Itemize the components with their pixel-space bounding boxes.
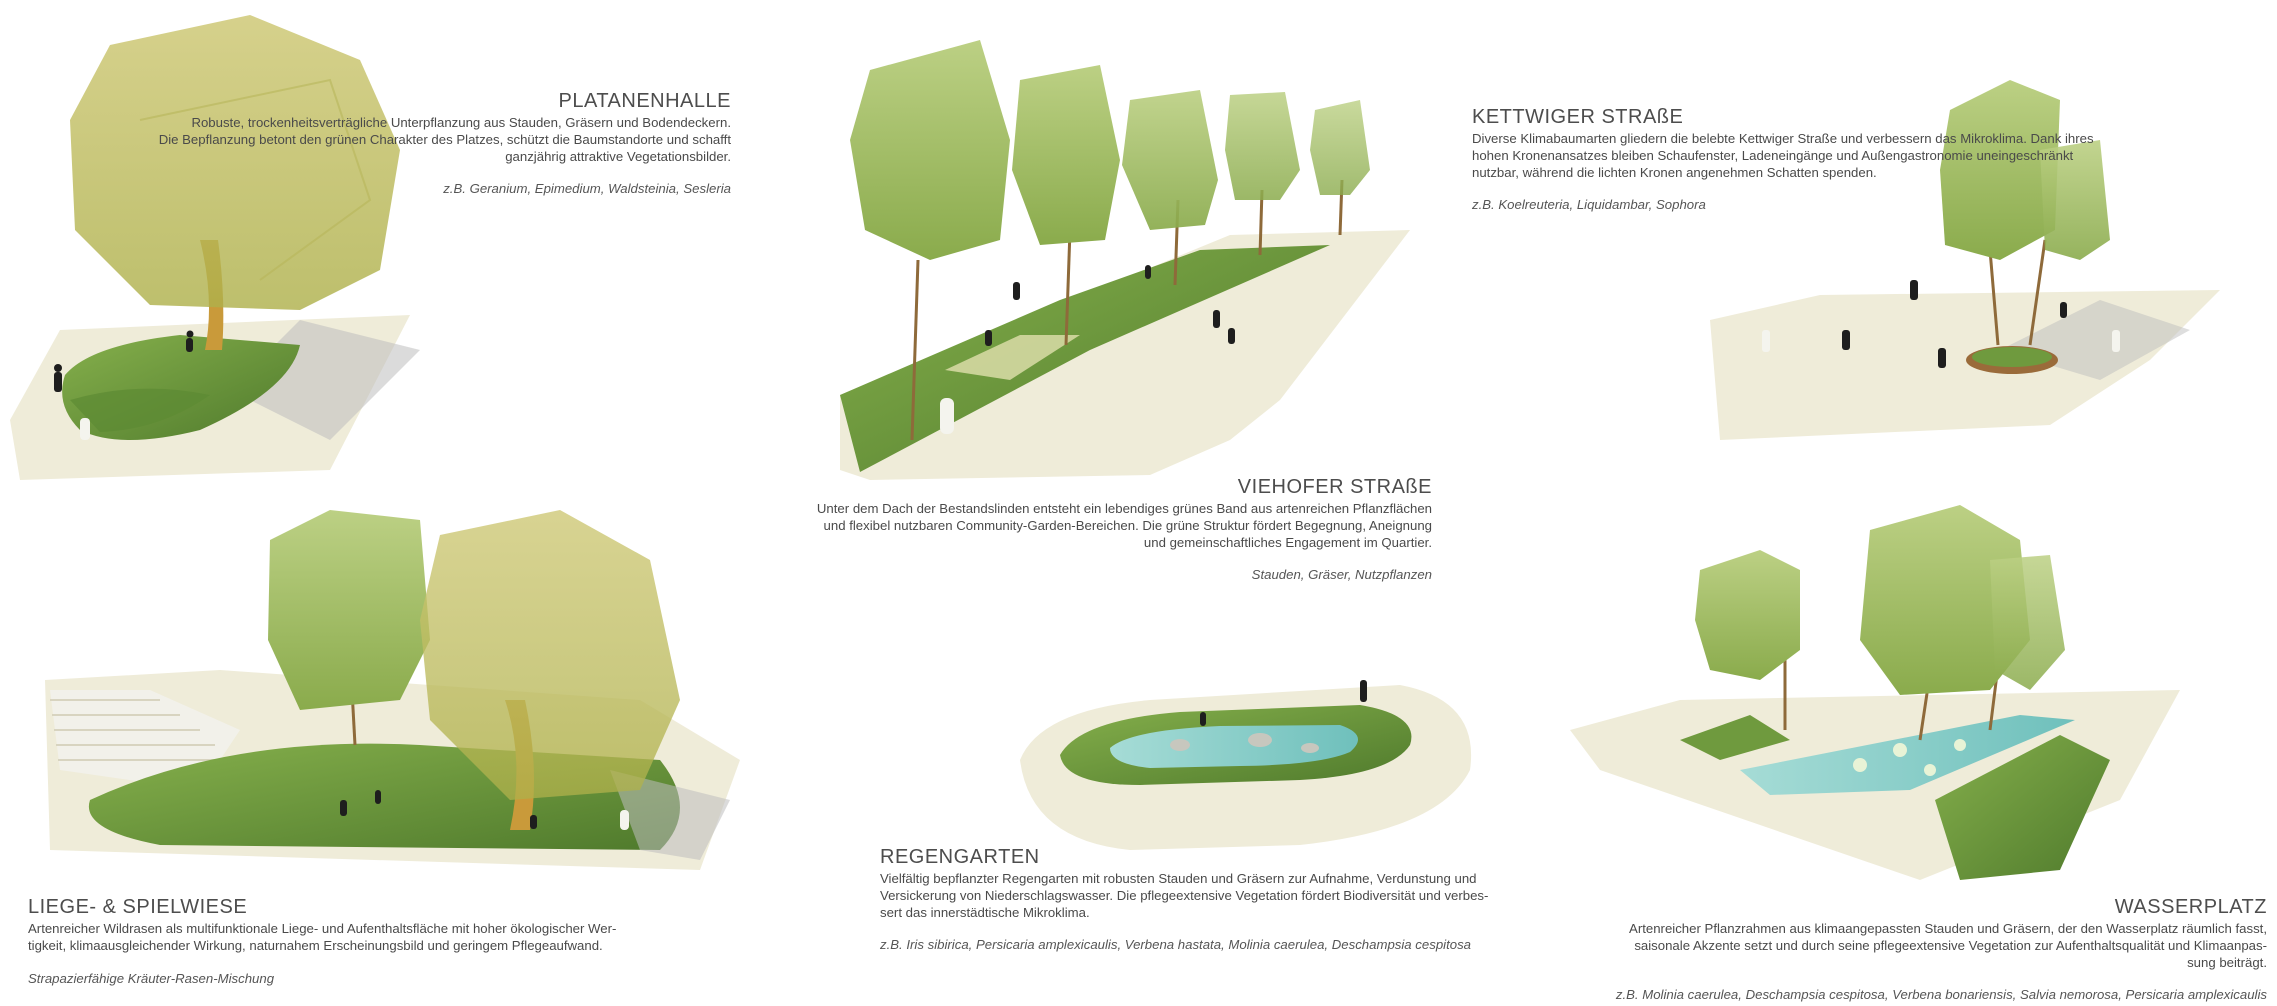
- plant-species: z.B. Iris sibirica, Persicaria amplexica…: [880, 937, 1472, 953]
- section-title: VIEHOFER STRAßE: [1237, 476, 1432, 498]
- plant-species: Strapazierfähige Kräuter-Rasen-Mischung: [28, 970, 275, 986]
- section-description: Artenreicher Wildrasen als multifunktion…: [28, 921, 617, 953]
- liegewiese-illustration: [45, 510, 740, 870]
- section-title: LIEGE- & SPIELWIESE: [28, 896, 248, 918]
- section-title: WASSERPLATZ: [2114, 896, 2267, 918]
- viehofer-illustration: [840, 40, 1410, 480]
- liegewiese-section: LIEGE- & SPIELWIESE Artenreicher Wildras…: [28, 896, 708, 986]
- plant-species: Stauden, Gräser, Nutzpflanzen: [1251, 567, 1432, 583]
- wasserplatz-illustration: [1570, 505, 2180, 880]
- plant-species: z.B. Molinia caerulea, Deschampsia cespi…: [1615, 987, 2267, 1003]
- section-description: Artenreicher Pflanzrahmen aus klimaangep…: [1629, 921, 2267, 970]
- section-description: Unter dem Dach der Bestandslinden entste…: [816, 501, 1432, 550]
- regengarten-illustration: [1020, 680, 1472, 850]
- regengarten-section: REGENGARTEN Vielfältig bepflanzter Regen…: [880, 846, 1580, 952]
- kettwiger-illustration: [1710, 80, 2220, 440]
- section-description: Vielfältig bepflanzter Regengarten mit r…: [880, 871, 1489, 920]
- platanenhalle-illustration: [10, 15, 420, 480]
- platanenhalle-section: PLATANENHALLE Robuste, trockenheitsvertr…: [91, 90, 731, 196]
- wasserplatz-section: WASSERPLATZ Artenreicher Pflanzrahmen au…: [1547, 896, 2267, 1002]
- plant-species: z.B. Geranium, Epimedium, Waldsteinia, S…: [443, 181, 731, 197]
- viehofer-section: VIEHOFER STRAßE Unter dem Dach der Besta…: [752, 476, 1432, 582]
- section-title: PLATANENHALLE: [558, 90, 731, 112]
- section-description: Robuste, trockenheitsverträgliche Unterp…: [158, 115, 731, 164]
- section-title: KETTWIGER STRAßE: [1472, 106, 1684, 128]
- kettwiger-section: KETTWIGER STRAßE Diverse Klimabaumarten …: [1472, 106, 2152, 212]
- plant-species: z.B. Koelreuteria, Liquidambar, Sophora: [1472, 197, 1706, 213]
- section-description: Diverse Klimabaumarten gliedern die bele…: [1472, 131, 2094, 180]
- section-title: REGENGARTEN: [880, 846, 1040, 868]
